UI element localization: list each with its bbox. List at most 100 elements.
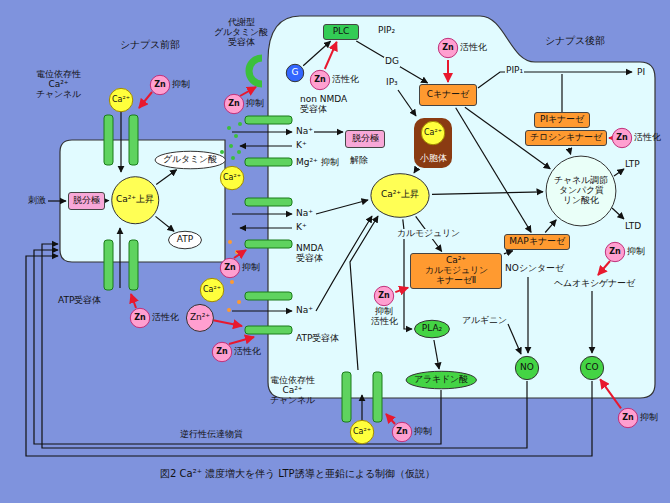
calcium-ion: Ca²⁺ xyxy=(109,88,133,112)
zinc-ion: Zn活性化 xyxy=(438,38,458,58)
shape-fill xyxy=(200,278,223,301)
node-text: アラキドン酸 xyxy=(414,375,468,385)
glutamate-dots xyxy=(231,156,235,160)
connector-arrow xyxy=(395,288,408,293)
connector-arrow xyxy=(447,60,449,82)
glutamate-dots xyxy=(229,144,233,148)
zinc-ion: Zn抑制 xyxy=(224,94,244,114)
zinc-arrows xyxy=(598,261,610,275)
node-text: 小胞体 xyxy=(420,154,447,164)
node-text: Zn xyxy=(396,428,408,437)
shape-fill xyxy=(371,173,429,217)
node-text: Zn xyxy=(154,81,166,90)
glutamate-dots xyxy=(220,122,242,160)
shape-fill xyxy=(155,151,225,169)
zinc-effect: 抑制 xyxy=(242,263,260,273)
flux-arrows xyxy=(614,169,624,176)
process-box: Ca²⁺カルモジュリン キナーゼⅡ xyxy=(410,253,502,289)
shape-fill xyxy=(286,64,303,81)
connector-arrow xyxy=(504,251,513,254)
node-text: Zn xyxy=(314,76,326,85)
node-text: Zn²⁺ xyxy=(190,313,210,323)
zinc-effect: 抑制 活性化 xyxy=(371,307,398,327)
node-text: チャネル調節 タンパク質 リン酸化 xyxy=(554,176,608,206)
zinc-ion: Zn抑制 活性化 xyxy=(374,286,394,306)
shape-fill xyxy=(392,422,411,441)
connector-label: DG xyxy=(384,57,400,67)
connector-arrow xyxy=(325,42,337,69)
flux-arrows xyxy=(232,310,292,311)
connector-arrow xyxy=(465,107,550,169)
shape-fill xyxy=(310,70,329,89)
zinc-effect: 抑制 xyxy=(246,99,264,109)
node-text: PLC xyxy=(333,27,350,37)
annotation-label: K⁺ xyxy=(296,223,307,233)
zinc-ion: Zn抑制 xyxy=(220,258,240,278)
node-text: Ca²⁺ xyxy=(203,286,221,295)
calcium-ion: Ca²⁺ xyxy=(220,166,244,190)
node-text: CO xyxy=(585,363,598,373)
region-heading: シナプス後部 xyxy=(545,34,605,48)
shape-fill xyxy=(580,356,603,379)
channel-bars xyxy=(129,115,138,165)
shape-fill xyxy=(169,231,202,249)
zinc-effect: 活性化 xyxy=(460,43,487,53)
oval-node: ATP xyxy=(168,231,202,249)
zinc-ion: Zn抑制 xyxy=(618,408,638,428)
zinc-ion: Zn抑制 xyxy=(605,242,625,262)
zinc-effect: 抑制 xyxy=(414,427,432,437)
channel-bars xyxy=(245,240,292,248)
circle-node: Zn²⁺ xyxy=(186,304,214,332)
endoplasmic-reticulum: 小胞体 Ca²⁺ xyxy=(414,118,452,168)
annotation-label: 刺激 xyxy=(28,196,46,206)
process-box: MAPキナーゼ xyxy=(504,234,569,250)
shape-fill xyxy=(406,371,476,389)
glutamate-dots xyxy=(238,122,242,126)
node-text: グルタミン酸 xyxy=(163,155,217,165)
region-heading: シナプス前部 xyxy=(120,38,180,52)
flux-arrows xyxy=(398,90,416,116)
shape-fill xyxy=(220,258,239,277)
circle-node: CO xyxy=(580,356,604,380)
node-text: ATP xyxy=(177,235,193,245)
zinc-effect: 活性化 xyxy=(234,347,261,357)
node-text: Ca²⁺ xyxy=(112,96,130,105)
connector-arrow xyxy=(545,220,556,233)
annotation-label: LTP xyxy=(625,160,640,170)
process-box: 脱分極 xyxy=(345,130,385,148)
connector-arrow xyxy=(156,216,175,231)
shape-fill xyxy=(374,286,393,305)
shape-fill xyxy=(186,304,213,331)
zinc-effect: 活性化 xyxy=(332,75,359,85)
shape-fill xyxy=(618,408,637,427)
node-text: Zn xyxy=(216,348,228,357)
annotation-label: PIP₂ xyxy=(378,26,395,36)
node-text: Zn xyxy=(622,414,634,423)
circle-node: Ca²⁺上昇 xyxy=(111,176,159,224)
zinc-arrows xyxy=(229,337,254,344)
annotation-label: Mg²⁺ 抑制 xyxy=(296,158,339,168)
metabotropic-receptor xyxy=(249,58,262,84)
flux-arrows xyxy=(120,111,121,172)
connector-arrow xyxy=(609,137,610,139)
connector-label: カルモジュリン xyxy=(396,229,461,239)
calcium-ion: Ca²⁺ xyxy=(421,121,445,145)
flux-arrows xyxy=(527,277,528,353)
flux-arrows xyxy=(232,131,292,132)
connector-arrow xyxy=(414,170,416,173)
connector-arrow xyxy=(356,41,427,83)
node-text: 脱分極 xyxy=(352,134,379,144)
flux-arrows xyxy=(48,200,66,201)
zinc-arrows xyxy=(240,87,256,96)
channel-bars xyxy=(104,240,113,290)
channel-bars xyxy=(245,116,292,124)
annotation-label: ATP受容体 xyxy=(58,296,101,306)
channel-bars xyxy=(342,372,351,422)
zinc-ion: Zn活性化 xyxy=(310,70,330,90)
shape-fill xyxy=(438,38,457,57)
flux-arrows xyxy=(314,131,343,132)
zinc-effect: 抑制 xyxy=(640,413,658,423)
flux-arrows xyxy=(591,291,592,353)
flux-arrows xyxy=(240,145,292,146)
shape-fill xyxy=(350,420,373,443)
